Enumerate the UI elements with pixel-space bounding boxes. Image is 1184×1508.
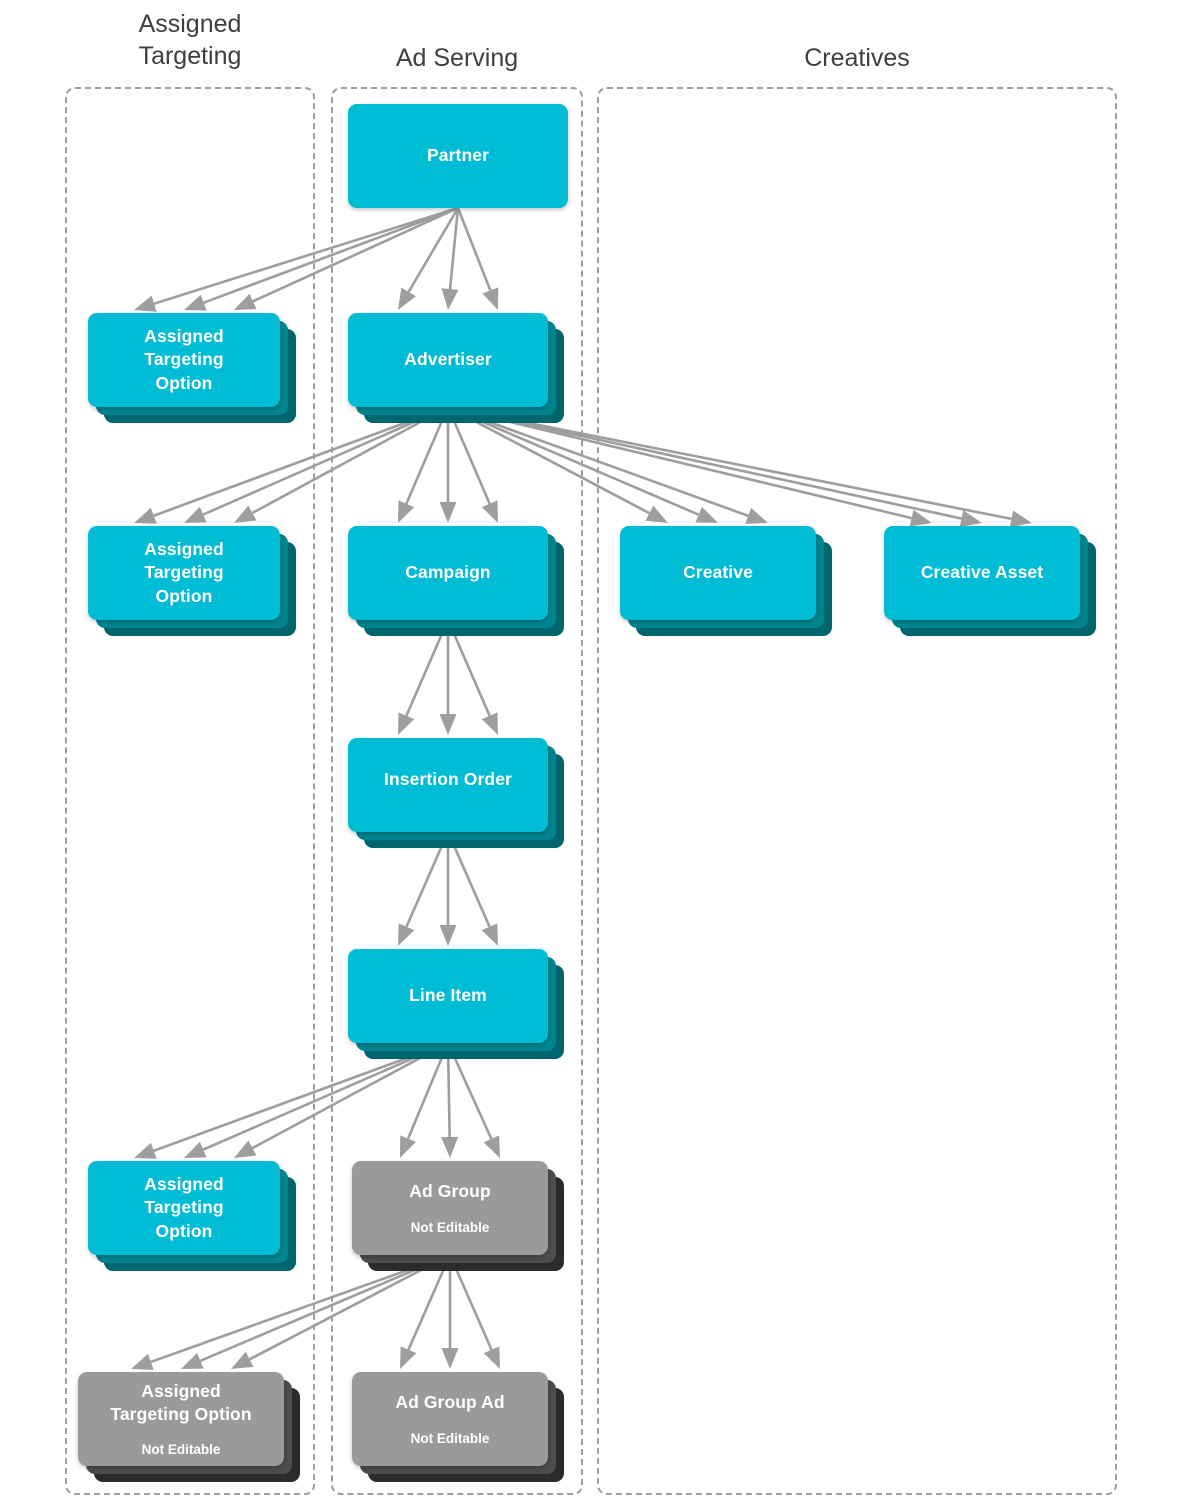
node-advertiser[interactable]: Advertiser xyxy=(348,313,564,423)
edge-campaign-to-insertion-order xyxy=(446,619,498,735)
edge-ad-group-to-assigned-targeting-option-4 xyxy=(131,1253,451,1370)
node-label: Insertion Order xyxy=(384,769,512,789)
column-header-ad-serving: Ad Serving xyxy=(395,44,519,72)
edge-campaign-to-insertion-order xyxy=(439,620,457,735)
node-face-campaign: Campaign xyxy=(348,526,548,620)
node-label: Assigned Targeting Option xyxy=(144,539,224,606)
node-label: Advertiser xyxy=(404,349,492,370)
edge-advertiser-to-creative xyxy=(447,405,718,523)
edge-partner-to-assigned-targeting-option-1 xyxy=(134,206,459,312)
edge-advertiser-to-assigned-targeting-option-2 xyxy=(233,405,449,523)
node-label: Assigned Targeting Option xyxy=(110,1380,252,1424)
node-label: Ad Group xyxy=(409,1181,491,1202)
node-face-insertion-order: Insertion Order xyxy=(348,738,548,832)
node-face-partner: Partner xyxy=(348,104,568,208)
node-face-creative: Creative xyxy=(620,526,816,620)
node-face-creative-asset: Creative Asset xyxy=(884,526,1080,620)
node-face-assigned-targeting-option-1: Assigned Targeting Option xyxy=(88,313,280,407)
edge-partner-to-assigned-targeting-option-1 xyxy=(184,206,459,311)
edge-advertiser-to-campaign xyxy=(398,406,450,523)
edge-insertion-order-to-line-item xyxy=(398,831,450,946)
edge-partner-to-advertiser xyxy=(398,207,460,310)
node-label: Assigned Targeting Option xyxy=(144,326,224,393)
edge-ad-group-to-ad-group-ad xyxy=(448,1254,500,1369)
node-label: Creative Asset xyxy=(920,562,1044,583)
edge-line-item-to-assigned-targeting-option-3 xyxy=(233,1041,449,1158)
node-status-badge: Not Editable xyxy=(141,1442,221,1458)
node-face-assigned-targeting-option-3: Assigned Targeting Option xyxy=(88,1161,280,1255)
node-status-badge: Not Editable xyxy=(410,1219,490,1235)
edge-insertion-order-to-line-item xyxy=(439,832,457,946)
edge-partner-to-advertiser xyxy=(441,207,460,310)
node-face-ad-group-ad: Ad Group Ad Not Editable xyxy=(352,1372,548,1466)
node-label: Line Item xyxy=(409,985,487,1006)
node-face-line-item: Line Item xyxy=(348,949,548,1043)
node-assigned-targeting-option-2[interactable]: Assigned Targeting Option xyxy=(88,526,296,636)
node-campaign[interactable]: Campaign xyxy=(348,526,564,636)
node-creative-asset[interactable]: Creative Asset xyxy=(884,526,1096,636)
edge-advertiser-to-assigned-targeting-option-2 xyxy=(184,405,449,523)
node-status-badge: Not Editable xyxy=(410,1430,490,1446)
column-header-assigned-targeting: Assigned Targeting xyxy=(138,10,242,70)
edge-line-item-to-assigned-targeting-option-3 xyxy=(134,1041,449,1159)
node-ad-group-ad[interactable]: Ad Group Ad Not Editable xyxy=(352,1372,564,1482)
node-label: Assigned Targeting Option xyxy=(144,1174,224,1241)
node-partner[interactable]: Partner xyxy=(348,104,568,208)
column-group-creatives xyxy=(597,87,1117,1495)
node-label: Partner xyxy=(427,145,489,166)
edge-ad-group-to-assigned-targeting-option-4 xyxy=(181,1253,451,1369)
node-label: Ad Group Ad xyxy=(395,1392,505,1413)
edge-partner-to-advertiser xyxy=(456,207,499,310)
edge-ad-group-to-ad-group-ad xyxy=(441,1255,459,1369)
node-line-item[interactable]: Line Item xyxy=(348,949,564,1059)
column-header-creatives: Creatives xyxy=(804,44,910,72)
edge-insertion-order-to-line-item xyxy=(446,831,498,946)
node-creative[interactable]: Creative xyxy=(620,526,832,636)
edge-line-item-to-assigned-targeting-option-3 xyxy=(184,1041,449,1158)
node-label: Creative xyxy=(683,562,753,583)
edge-ad-group-to-assigned-targeting-option-4 xyxy=(231,1253,451,1369)
edge-advertiser-to-assigned-targeting-option-2 xyxy=(134,405,449,524)
edge-advertiser-to-creative-asset xyxy=(447,405,932,527)
edge-advertiser-to-creative-asset xyxy=(447,405,982,527)
node-face-assigned-targeting-option-2: Assigned Targeting Option xyxy=(88,526,280,620)
node-label: Campaign xyxy=(405,562,491,583)
edge-advertiser-to-creative xyxy=(447,405,668,523)
node-insertion-order[interactable]: Insertion Order xyxy=(348,738,564,848)
column-group-ad-serving xyxy=(331,87,583,1495)
node-face-advertiser: Advertiser xyxy=(348,313,548,407)
edge-campaign-to-insertion-order xyxy=(398,619,450,735)
edge-advertiser-to-creative xyxy=(447,405,768,524)
node-assigned-targeting-option-1[interactable]: Assigned Targeting Option xyxy=(88,313,296,423)
edge-advertiser-to-campaign xyxy=(439,407,457,523)
edge-advertiser-to-creative-asset xyxy=(447,405,1032,528)
edge-partner-to-assigned-targeting-option-1 xyxy=(233,206,459,310)
node-assigned-targeting-option-3[interactable]: Assigned Targeting Option xyxy=(88,1161,296,1271)
column-group-assigned-targeting xyxy=(65,87,315,1495)
edge-advertiser-to-campaign xyxy=(446,406,498,523)
